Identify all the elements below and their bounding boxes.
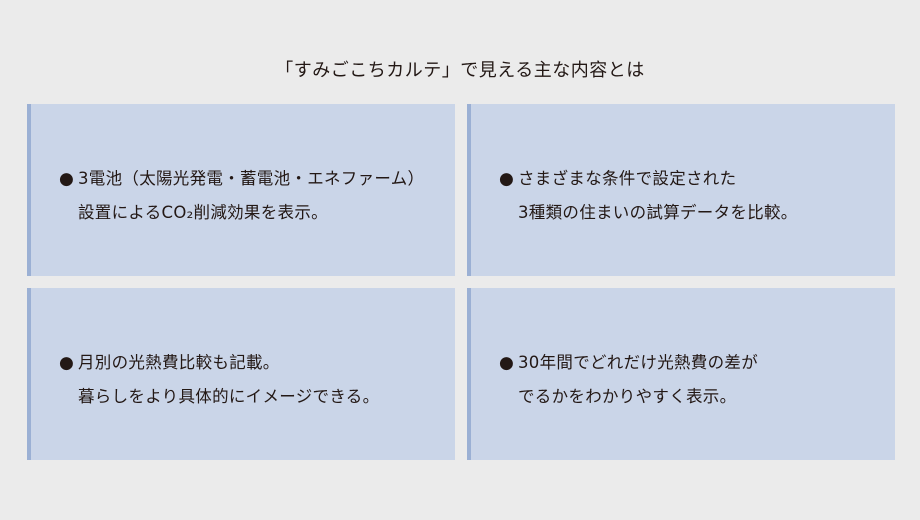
feature-card-comparison: ●さまざまな条件で設定された 3種類の住まいの試算データを比較。 — [467, 104, 895, 276]
card-text: ●3電池（太陽光発電・蓄電池・エネファーム） 設置によるCO₂削減効果を表示。 — [59, 162, 424, 229]
card-line-text: 30年間でどれだけ光熱費の差が — [518, 353, 758, 372]
card-text: ●さまざまな条件で設定された 3種類の住まいの試算データを比較。 — [499, 162, 798, 229]
card-line-text: 3電池（太陽光発電・蓄電池・エネファーム） — [78, 169, 425, 188]
bullet-icon: ● — [499, 169, 515, 189]
card-line-text: 月別の光熱費比較も記載。 — [78, 353, 280, 372]
card-line-text: さまざまな条件で設定された — [518, 169, 737, 188]
bullet-icon: ● — [59, 169, 75, 189]
bullet-icon: ● — [499, 353, 515, 373]
bullet-icon: ● — [59, 353, 75, 373]
card-line-1: ●30年間でどれだけ光熱費の差が — [499, 346, 758, 380]
card-line-2: 設置によるCO₂削減効果を表示。 — [78, 203, 328, 222]
feature-card-30-years: ●30年間でどれだけ光熱費の差が でるかをわかりやすく表示。 — [467, 288, 895, 460]
card-line-2: 暮らしをより具体的にイメージできる。 — [78, 387, 380, 406]
card-line-1: ●さまざまな条件で設定された — [499, 162, 798, 196]
card-text: ●月別の光熱費比較も記載。 暮らしをより具体的にイメージできる。 — [59, 346, 379, 413]
feature-card-co2: ●3電池（太陽光発電・蓄電池・エネファーム） 設置によるCO₂削減効果を表示。 — [27, 104, 455, 276]
card-line-2: でるかをわかりやすく表示。 — [518, 387, 737, 406]
page-title: 「すみごこちカルテ」で見える主な内容とは — [275, 60, 645, 81]
feature-card-monthly: ●月別の光熱費比較も記載。 暮らしをより具体的にイメージできる。 — [27, 288, 455, 460]
card-line-1: ●月別の光熱費比較も記載。 — [59, 346, 379, 380]
card-text: ●30年間でどれだけ光熱費の差が でるかをわかりやすく表示。 — [499, 346, 758, 413]
card-line-1: ●3電池（太陽光発電・蓄電池・エネファーム） — [59, 162, 424, 196]
card-line-2: 3種類の住まいの試算データを比較。 — [518, 203, 798, 222]
